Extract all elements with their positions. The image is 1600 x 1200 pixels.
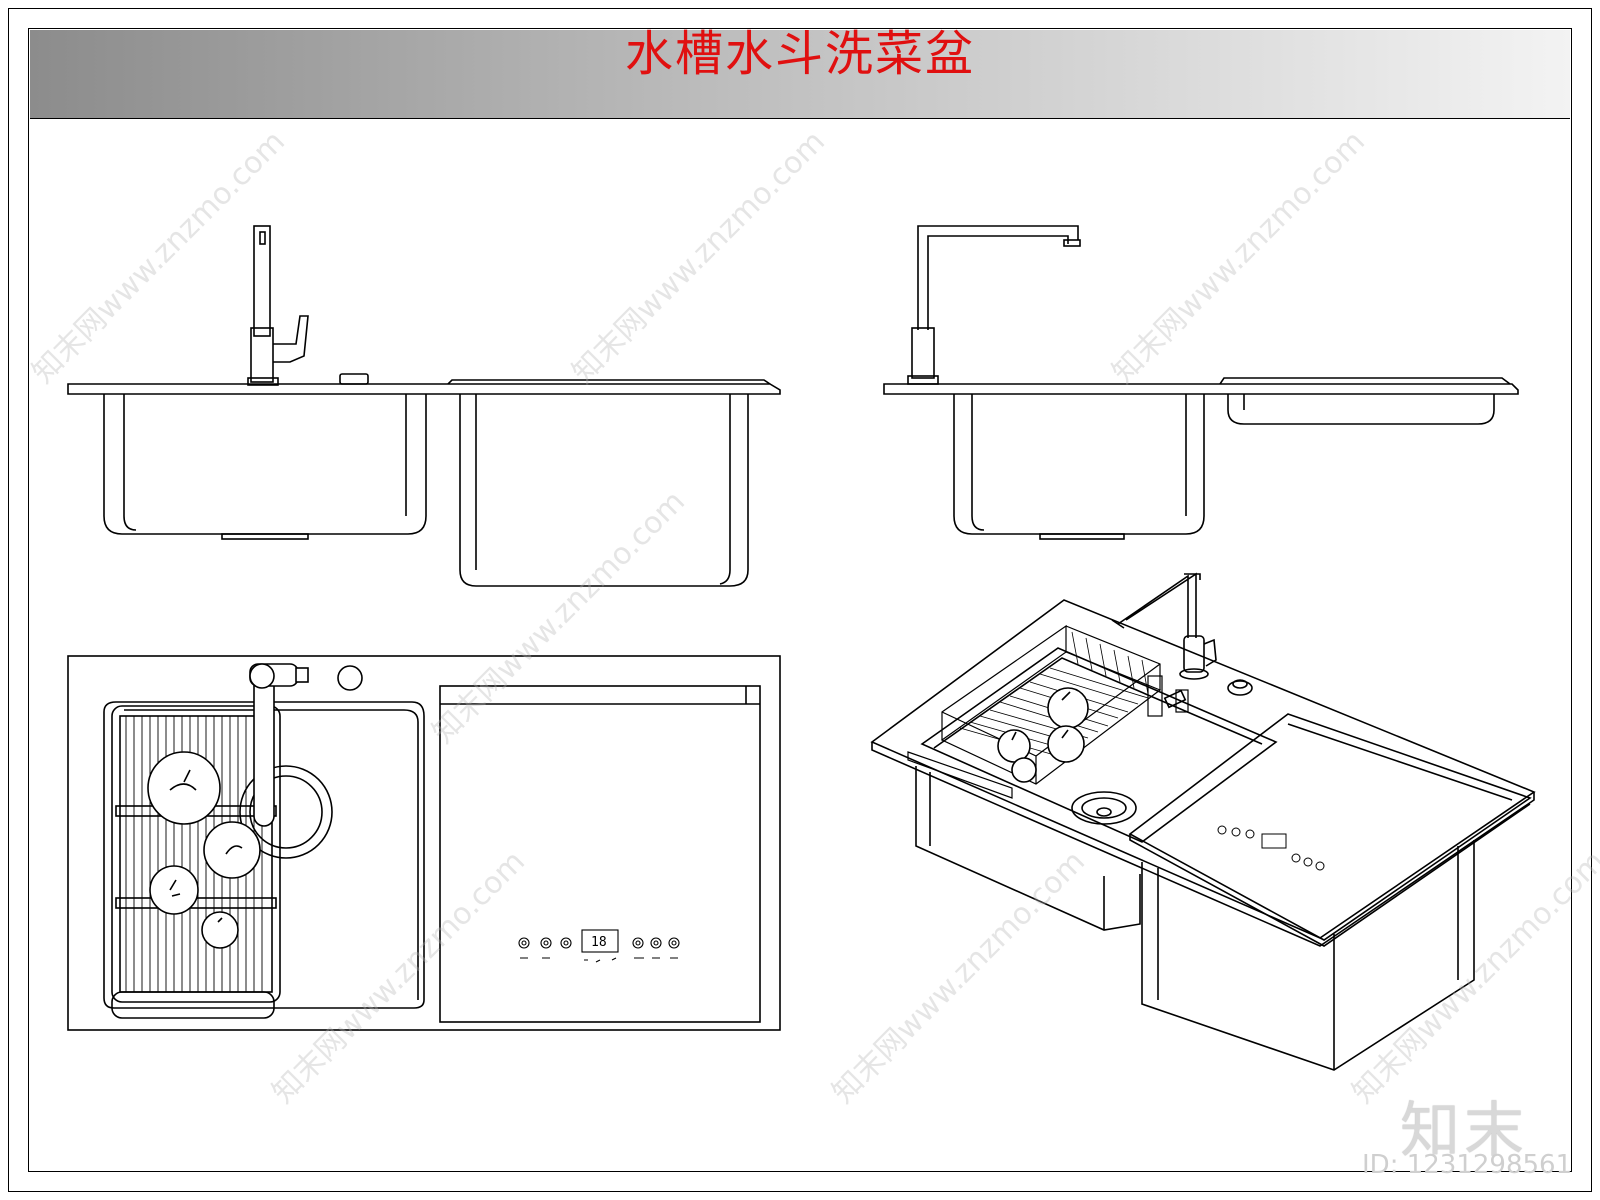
- drawing-title: 水槽水斗洗菜盆: [624, 26, 975, 82]
- iso-soap-dispenser: [1227, 680, 1253, 696]
- plan-panel-display: 18: [591, 935, 607, 950]
- front-left-drain: [221, 533, 309, 540]
- side-cover-lip: [1219, 377, 1511, 385]
- front-faucet: [247, 225, 309, 386]
- iso-fruits: [997, 687, 1089, 783]
- plan-faucet: [249, 663, 309, 827]
- asset-id-label: ID: 1231298561: [1362, 1150, 1573, 1180]
- iso-control-panel: [1217, 825, 1325, 871]
- plan-cover-board: [439, 685, 761, 1023]
- side-left-bowl: [953, 394, 1205, 535]
- front-soap-button: [339, 373, 369, 385]
- iso-basket-handle: [1147, 675, 1163, 717]
- iso-drain: [1071, 791, 1137, 825]
- iso-sink-opening: [920, 647, 1278, 843]
- iso-faucet: [1111, 572, 1217, 680]
- side-deck: [883, 383, 1519, 395]
- brand-mark: 知末: [1400, 1096, 1528, 1166]
- plan-control-panel: [518, 929, 680, 963]
- front-elevation-view: [67, 225, 781, 587]
- iso-deck-top: [870, 599, 1536, 939]
- side-drain: [1039, 533, 1125, 540]
- front-deck: [67, 383, 781, 395]
- iso-cover-board: [1128, 713, 1532, 941]
- side-faucet: [907, 225, 1081, 385]
- plan-fruits: [147, 751, 261, 949]
- side-right-tray: [1227, 394, 1495, 425]
- iso-switch: [1163, 689, 1187, 709]
- plan-left-bowl: [103, 701, 425, 1009]
- plan-soap-dispenser: [337, 665, 363, 691]
- inner-frame: [28, 28, 1572, 1172]
- side-elevation-view: [883, 225, 1519, 540]
- front-right-bowl: [459, 394, 749, 587]
- front-left-bowl: [103, 394, 427, 535]
- plan-view: 18: [67, 655, 781, 1031]
- plan-outline: [67, 655, 781, 1031]
- plan-drain: [239, 765, 333, 859]
- isometric-view: [870, 572, 1536, 1071]
- front-cover-lip: [447, 379, 771, 385]
- title-banner: [30, 30, 1570, 119]
- outer-frame: [8, 8, 1592, 1192]
